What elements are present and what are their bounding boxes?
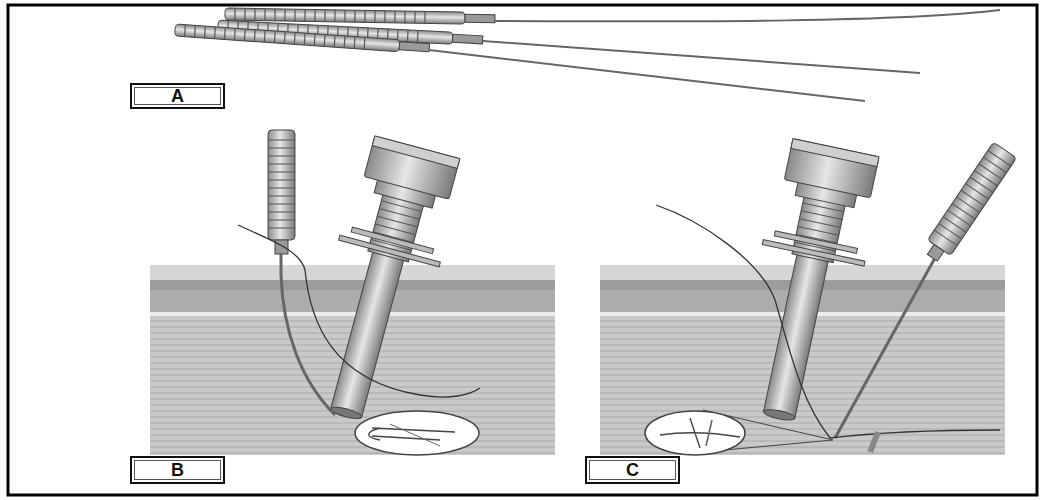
passer-handle-part xyxy=(175,24,400,52)
suture-passer-part xyxy=(268,130,295,240)
trocar-part xyxy=(774,231,857,253)
passer-shaft xyxy=(483,41,920,73)
passer-handle-part xyxy=(452,34,482,44)
passer-handle-part xyxy=(465,14,495,23)
magnified-view-part xyxy=(660,418,740,448)
magnified-view xyxy=(645,410,878,455)
passer-shaft xyxy=(495,10,1000,21)
magnified-view-part xyxy=(645,411,745,455)
passer-handle-part xyxy=(399,42,429,52)
magnified-view xyxy=(355,411,479,455)
suture-passer xyxy=(268,130,335,415)
panel-label-box: B xyxy=(130,456,225,484)
panel-letter: C xyxy=(626,461,639,479)
passer-shaft xyxy=(429,50,865,101)
suture-passer-part xyxy=(927,244,944,261)
magnified-view-part xyxy=(355,411,479,455)
suture-passer-part xyxy=(275,240,288,254)
passer-handle-part xyxy=(185,25,365,50)
trocar-part xyxy=(364,136,460,199)
passer-handle-part xyxy=(235,8,425,23)
trocar-part xyxy=(372,136,460,168)
suture-thread xyxy=(238,225,480,397)
trocar-part xyxy=(784,139,879,198)
trocar-part xyxy=(351,227,433,254)
tissue-layers-part xyxy=(150,290,555,312)
panel-letter: A xyxy=(171,87,184,105)
frame xyxy=(8,5,1037,495)
tissue-layers-part xyxy=(150,312,555,316)
suture-passer-part xyxy=(927,142,1016,255)
magnified-view-part xyxy=(706,420,712,446)
tissue-layers-part xyxy=(150,280,555,290)
trocar xyxy=(295,134,468,430)
magnified-view-part xyxy=(390,424,440,446)
trocar-part xyxy=(763,408,796,422)
suture-passer xyxy=(921,142,1017,265)
suture-passer-part xyxy=(268,140,295,228)
panel-label-box: A xyxy=(130,83,225,109)
suture-thread xyxy=(656,205,1000,438)
tissue-layers-part xyxy=(150,265,555,280)
passer-handle xyxy=(175,24,430,54)
passer-set xyxy=(175,8,1000,101)
passer-shaft xyxy=(835,258,935,438)
trocar-part xyxy=(764,237,832,418)
trocar-part xyxy=(791,139,879,167)
panel-letter: B xyxy=(171,461,184,479)
panel-label-box: C xyxy=(585,456,680,484)
magnified-view-part xyxy=(870,432,878,452)
suture-passer-part xyxy=(281,254,335,415)
suture-passer-part xyxy=(934,150,1011,245)
